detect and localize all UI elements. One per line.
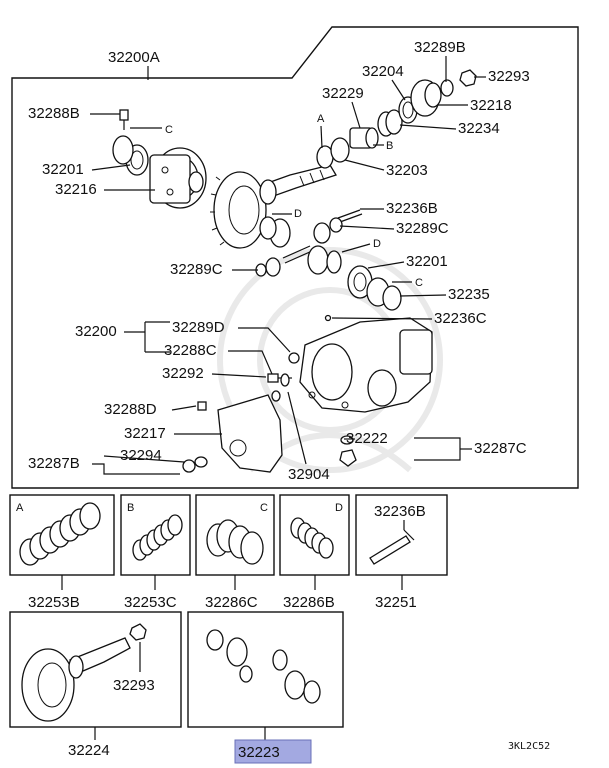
label-32235[interactable]: 32235 bbox=[448, 286, 490, 303]
part-spacer-32203[interactable] bbox=[316, 137, 350, 169]
part-pinion-gear-upper[interactable] bbox=[313, 217, 343, 244]
part-plug-32289D[interactable] bbox=[288, 352, 300, 364]
label-32236C[interactable]: 32236C bbox=[434, 310, 487, 327]
part-side-gear-upper[interactable] bbox=[259, 216, 291, 248]
marker-C-top: C bbox=[165, 124, 173, 136]
kit-box-C[interactable]: C bbox=[195, 494, 275, 576]
part-nut-32293[interactable] bbox=[459, 69, 477, 87]
main-frame bbox=[11, 26, 579, 489]
kit-B-letter: B bbox=[127, 502, 134, 514]
label-32294[interactable]: 32294 bbox=[120, 447, 162, 464]
kit-D-letter: D bbox=[335, 502, 343, 514]
kit-box-D[interactable]: D bbox=[279, 494, 350, 576]
marker-D-top: D bbox=[294, 208, 302, 220]
label-32234[interactable]: 32234 bbox=[458, 120, 500, 137]
label-32289C-right[interactable]: 32289C bbox=[396, 220, 449, 237]
part-plug-32294[interactable] bbox=[182, 456, 208, 473]
part-flange-32218[interactable] bbox=[410, 79, 442, 117]
label-32292[interactable]: 32292 bbox=[162, 365, 204, 382]
part-ring-gear[interactable] bbox=[210, 171, 267, 249]
part-cover-32217[interactable] bbox=[217, 394, 283, 473]
part-nut-32222[interactable] bbox=[340, 435, 354, 445]
label-32287C[interactable]: 32287C bbox=[474, 440, 527, 457]
part-pinion-shaft-32236B[interactable] bbox=[337, 209, 363, 223]
part-washer-32289B[interactable] bbox=[440, 79, 454, 97]
label-32236B[interactable]: 32236B bbox=[386, 200, 438, 217]
kit-shaft-inner-label: 32236B bbox=[374, 503, 426, 520]
label-32201-right[interactable]: 32201 bbox=[406, 253, 448, 270]
diffkit-box[interactable] bbox=[187, 611, 344, 728]
marker-D-mid: D bbox=[373, 238, 381, 250]
label-32222[interactable]: 32222 bbox=[346, 430, 388, 447]
label-32218[interactable]: 32218 bbox=[470, 97, 512, 114]
gearset-code-32224[interactable]: 32224 bbox=[68, 742, 110, 759]
part-diff-case[interactable] bbox=[149, 147, 207, 209]
part-cross-shaft[interactable] bbox=[282, 245, 313, 264]
marker-A: A bbox=[317, 113, 325, 125]
marker-C-right: C bbox=[415, 277, 423, 289]
kit-box-B[interactable]: B bbox=[120, 494, 191, 576]
kit-code-32251[interactable]: 32251 bbox=[375, 594, 417, 611]
diffkit-highlight bbox=[234, 739, 312, 764]
label-32204[interactable]: 32204 bbox=[362, 63, 404, 80]
label-32288C[interactable]: 32288C bbox=[164, 342, 217, 359]
part-bolt-32288D[interactable] bbox=[197, 401, 207, 411]
label-32200[interactable]: 32200 bbox=[75, 323, 117, 340]
label-32216[interactable]: 32216 bbox=[55, 181, 97, 198]
kit-box-A[interactable]: A bbox=[9, 494, 115, 576]
diffkit-code-32223[interactable]: 32223 bbox=[238, 744, 280, 761]
diagram-code: 3KL2C52 bbox=[508, 741, 550, 752]
label-32289B[interactable]: 32289B bbox=[414, 39, 466, 56]
part-pin-32236C[interactable] bbox=[324, 314, 332, 322]
label-32293-top[interactable]: 32293 bbox=[488, 68, 530, 85]
part-shim-left[interactable] bbox=[112, 135, 134, 165]
part-bolt-32287C[interactable] bbox=[339, 449, 357, 467]
part-bolt-32288B[interactable] bbox=[119, 109, 129, 130]
kit-box-shaft[interactable]: 32236B bbox=[355, 494, 448, 576]
label-32288D[interactable]: 32288D bbox=[104, 401, 157, 418]
label-32200A[interactable]: 32200A bbox=[108, 49, 160, 66]
label-32229[interactable]: 32229 bbox=[322, 85, 364, 102]
gearset-box[interactable] bbox=[9, 611, 182, 728]
part-drive-pinion[interactable] bbox=[259, 164, 337, 205]
kit-A-letter: A bbox=[16, 502, 24, 514]
label-32217[interactable]: 32217 bbox=[124, 425, 166, 442]
kit-C-letter: C bbox=[260, 502, 268, 514]
kit-code-32253C[interactable]: 32253C bbox=[124, 594, 177, 611]
label-32201-left[interactable]: 32201 bbox=[42, 161, 84, 178]
label-32904[interactable]: 32904 bbox=[288, 466, 330, 483]
label-32288B[interactable]: 32288B bbox=[28, 105, 80, 122]
part-breather-32292[interactable] bbox=[271, 373, 290, 402]
part-pinion-gear-lower[interactable] bbox=[255, 257, 281, 277]
gearset-nut-label[interactable]: 32293 bbox=[113, 677, 155, 694]
kit-code-32253B[interactable]: 32253B bbox=[28, 594, 80, 611]
kit-code-32286C[interactable]: 32286C bbox=[205, 594, 258, 611]
marker-B: B bbox=[386, 140, 393, 152]
part-bearing-32229[interactable] bbox=[349, 127, 379, 149]
part-bearing-32234[interactable] bbox=[377, 109, 403, 137]
kit-code-32286B[interactable]: 32286B bbox=[283, 594, 335, 611]
label-32289D[interactable]: 32289D bbox=[172, 319, 225, 336]
part-shim-right[interactable] bbox=[366, 277, 402, 311]
label-32289C-left[interactable]: 32289C bbox=[170, 261, 223, 278]
part-carrier-housing[interactable] bbox=[299, 317, 433, 413]
label-32287B[interactable]: 32287B bbox=[28, 455, 80, 472]
label-32203[interactable]: 32203 bbox=[386, 162, 428, 179]
part-side-gear-lower[interactable] bbox=[307, 245, 342, 275]
